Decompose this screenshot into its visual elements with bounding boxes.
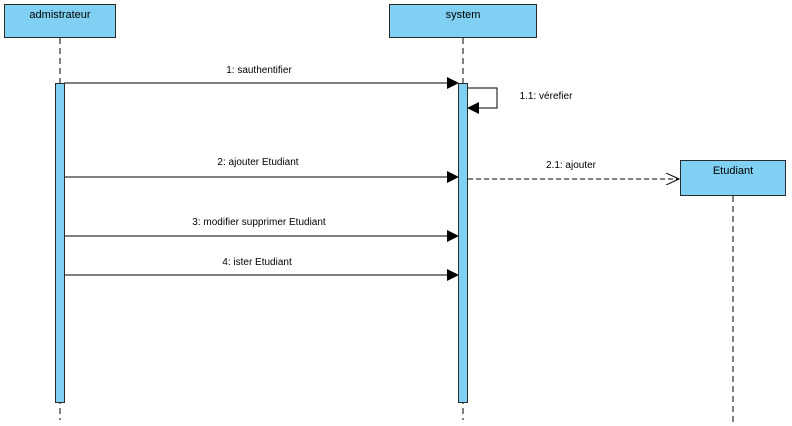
lifeline-admin-label: admistrateur [29,9,91,21]
activation-admin[interactable] [55,83,65,403]
message-2-1-label: 2.1: ajouter [545,160,597,171]
lifeline-admin-head[interactable]: admistrateur [4,4,116,38]
message-2-label: 2: ajouter Etudiant [217,157,299,168]
message-1-1-arrow[interactable] [467,87,498,114]
message-1-1-label: 1.1: vérefier [519,91,573,102]
activation-system[interactable] [458,83,468,403]
lifeline-system-head[interactable]: system [389,4,537,38]
message-3-label: 3: modifier supprimer Etudiant [192,217,326,228]
lifeline-etudiant-label: Etudiant [712,165,754,177]
message-1-label: 1: sauthentifier [226,65,292,76]
lifeline-etudiant-head[interactable]: Etudiant [680,160,786,196]
message-4-label: 4: ister Etudiant [222,257,292,268]
lifeline-system-label: system [445,9,481,21]
